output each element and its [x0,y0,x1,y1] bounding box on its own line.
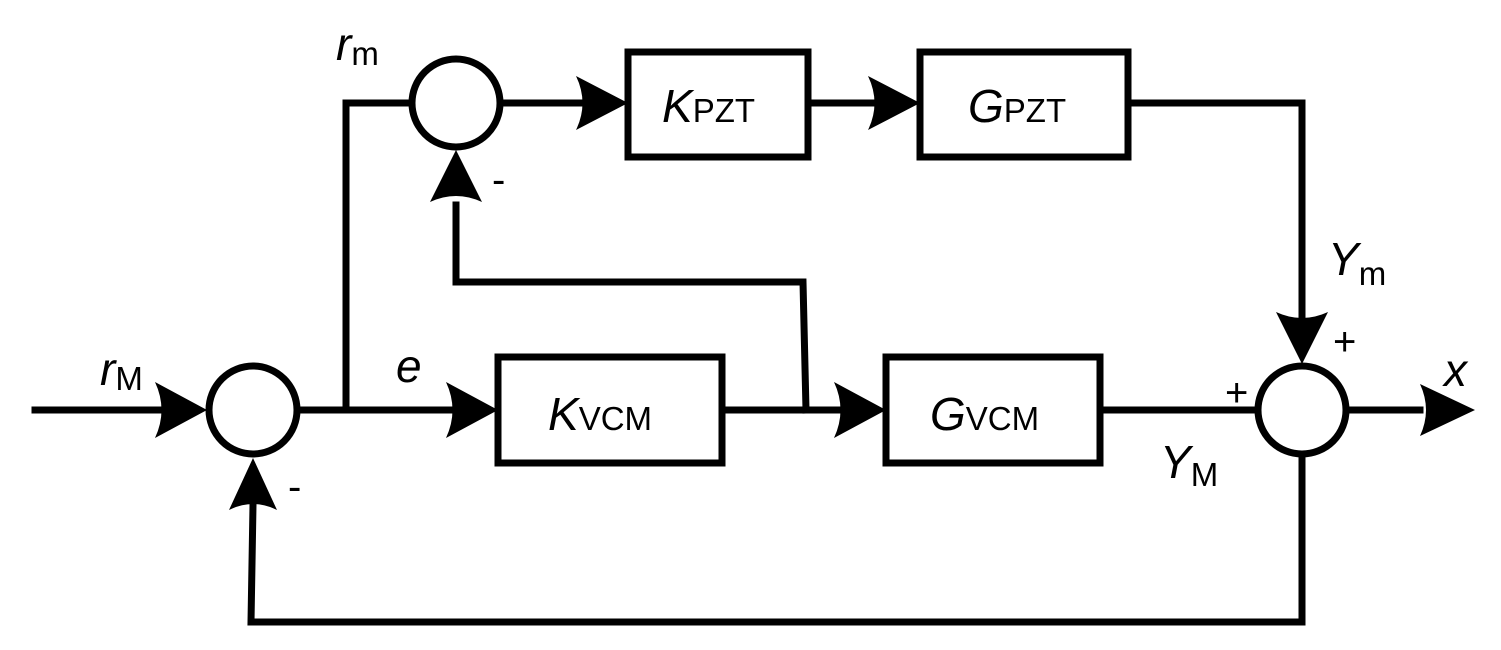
block-k-pzt: KPZT [624,48,812,161]
label-Y-m-sub: m [1359,255,1387,292]
block-k-pzt-main: K [662,80,695,132]
block-k-vcm-main: K [548,388,581,440]
block-g-pzt-main: G [968,80,1004,132]
label-Y-m-main: Y [1328,233,1362,285]
sign-sum1-feedback: - [288,465,301,509]
label-r-M-main: r [100,343,117,395]
wire-outer-feedback [247,453,1306,626]
arrow-gpzt [868,76,920,130]
label-r-M-sub: M [115,360,143,397]
label-r-m-sub: m [351,35,379,72]
summing-junction-2 [408,55,504,151]
label-Y-M-main: Y [1160,436,1194,488]
label-r-m-main: r [336,18,353,70]
arrow-gvcm [834,382,886,438]
svg-text:GPZT: GPZT [968,80,1066,132]
arrow-ym-down [1276,312,1328,364]
wire-ym [1124,99,1306,334]
svg-text:GVCM: GVCM [930,388,1039,440]
block-g-pzt-sub: PZT [1004,92,1066,129]
svg-text:rm: rm [336,18,379,72]
svg-text:KPZT: KPZT [662,80,755,132]
block-g-vcm-main: G [930,388,966,440]
svg-text:rM: rM [100,343,143,397]
arrow-sum2-feedback [430,150,482,202]
svg-text:YM: YM [1160,436,1218,493]
wire-branch-rm [342,99,412,414]
sign-sum3-left: + [1225,371,1248,415]
arrow-kpzt [576,76,628,130]
label-e: e [396,340,422,392]
sign-sum3-top: + [1333,320,1356,364]
block-k-vcm: KVCM [494,353,726,467]
sign-sum2-feedback: - [492,158,505,202]
block-k-vcm-sub: VCM [579,400,652,437]
label-Y-M-sub: M [1191,456,1219,493]
summing-junction-1 [205,362,301,458]
block-g-vcm: GVCM [882,353,1104,467]
wire-kvcm-to-sum2 [452,201,810,414]
arrow-error [446,382,498,438]
summing-junction-3 [1254,362,1350,458]
svg-text:KVCM: KVCM [548,388,652,440]
arrow-sum1-feedback [229,458,277,510]
label-x: x [1442,344,1469,396]
block-k-pzt-sub: PZT [693,92,755,129]
block-g-pzt: GPZT [916,48,1132,161]
arrow-output [1420,384,1475,436]
block-g-vcm-sub: VCM [966,400,1039,437]
svg-text:Ym: Ym [1328,233,1386,292]
arrow-input [155,382,207,438]
